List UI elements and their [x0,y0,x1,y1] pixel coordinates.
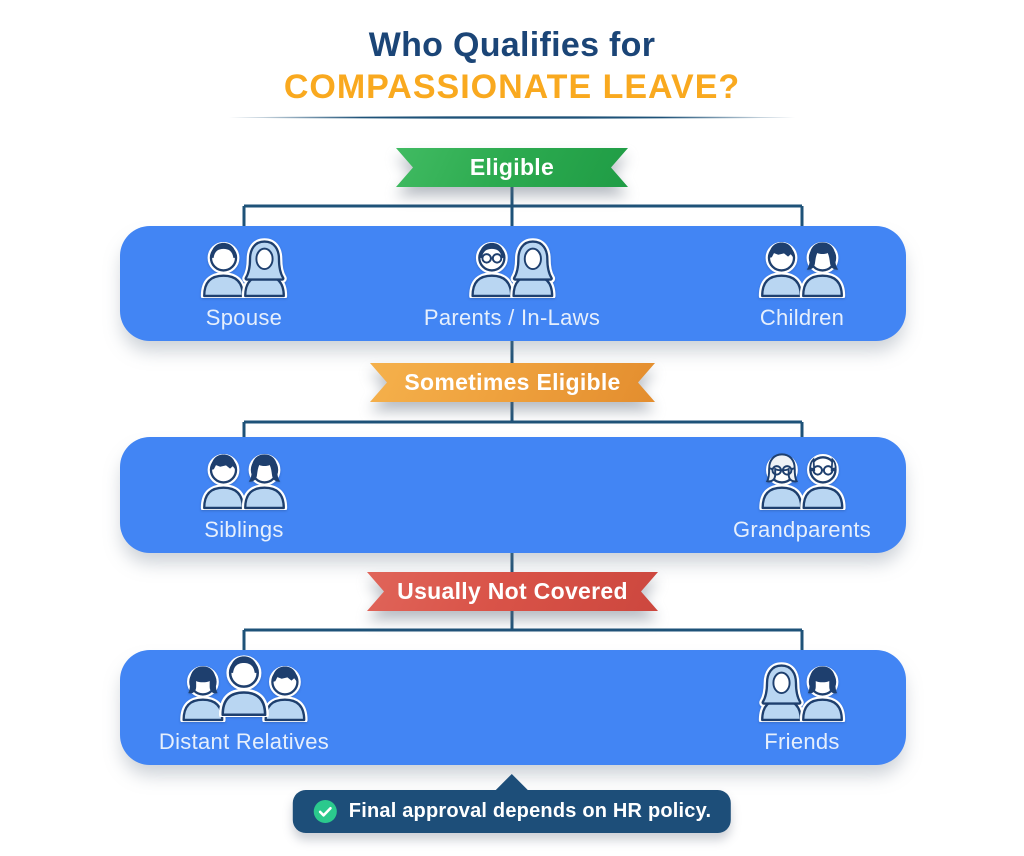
children-icon [755,236,850,298]
spouse-icon [197,236,292,298]
ribbon-eligible: Eligible [396,148,628,187]
grandparents-label: Grandparents [732,516,872,542]
hr-policy-note: Final approval depends on HR policy. [292,774,732,833]
branch-sometimes [242,402,804,438]
friends-icon [755,660,850,722]
distant-relatives-label: Distant Relatives [158,729,330,754]
page-subtitle: COMPASSIONATE LEAVE? [283,68,741,106]
parents-in-laws-icon [464,236,559,298]
ribbon-sometimes-eligible: Sometimes Eligible [370,363,655,402]
panel-sometimes-eligible: Siblings Grandparents [120,437,906,553]
ribbon-usually-not-covered-label: Usually Not Covered [397,578,628,604]
parents-in-laws-label: Parents / In-Laws [423,305,601,330]
panel-usually-not-covered: Distant Relatives Friends [120,650,906,765]
page-title: Who Qualifies for [368,26,656,64]
spouse-label: Spouse [205,305,283,330]
panel-item-spouse: Spouse [197,226,292,341]
panel-item-siblings: Siblings [197,437,292,553]
note-pointer-arrow [495,774,529,791]
check-circle-icon [313,799,337,824]
panel-item-children: Children [755,226,850,341]
ribbon-usually-not-covered: Usually Not Covered [367,572,658,611]
children-label: Children [759,305,845,330]
panel-item-parents-in-laws: Parents / In-Laws [424,226,600,341]
panel-item-grandparents: Grandparents [733,437,871,553]
ribbon-sometimes-eligible-label: Sometimes Eligible [404,369,621,395]
panel-eligible: Spouse Parents / In-Laws Children [120,226,906,341]
ribbon-eligible-banner: Eligible [396,148,628,187]
distant-relatives-icon [176,655,312,722]
grandparents-icon [755,448,850,510]
ribbon-sometimes-eligible-banner: Sometimes Eligible [370,363,655,402]
siblings-label: Siblings [204,516,284,542]
branch-eligible [242,187,804,227]
siblings-icon [197,448,292,510]
note-text: Final approval depends on HR policy. [348,800,712,822]
panel-item-friends: Friends [755,650,850,765]
title-divider [225,116,799,119]
branch-not-covered [242,611,804,651]
ribbon-eligible-label: Eligible [469,154,555,180]
panel-item-distant-relatives: Distant Relatives [159,650,329,765]
friends-label: Friends [764,729,840,754]
ribbon-usually-not-covered-banner: Usually Not Covered [367,572,658,611]
